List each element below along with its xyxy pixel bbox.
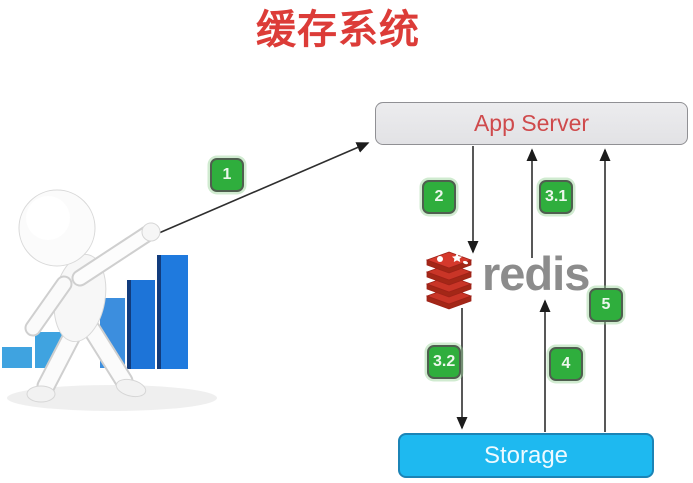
step-badge-2: 2	[422, 180, 456, 214]
redis-logo-icon	[425, 251, 473, 310]
redis-label: redis	[482, 247, 590, 300]
person-pointing-with-bar-chart-icon	[2, 189, 217, 411]
node-app-server: App Server	[375, 102, 688, 145]
bar-chart-bars	[2, 255, 188, 369]
page-title: 缓存系统	[256, 8, 420, 52]
person-figure	[18, 189, 161, 403]
step-badge-1: 1	[210, 158, 244, 192]
app-server-label: App Server	[473, 110, 590, 136]
node-storage: Storage	[398, 433, 654, 478]
step-badge-4: 4	[549, 347, 583, 381]
step-badge-5: 5	[589, 288, 623, 322]
storage-label: Storage	[483, 441, 569, 469]
arrow-user-to-appserver	[151, 142, 370, 237]
step-badge-3-2: 3.2	[427, 345, 462, 379]
step-badge-3-1: 3.1	[539, 180, 574, 214]
